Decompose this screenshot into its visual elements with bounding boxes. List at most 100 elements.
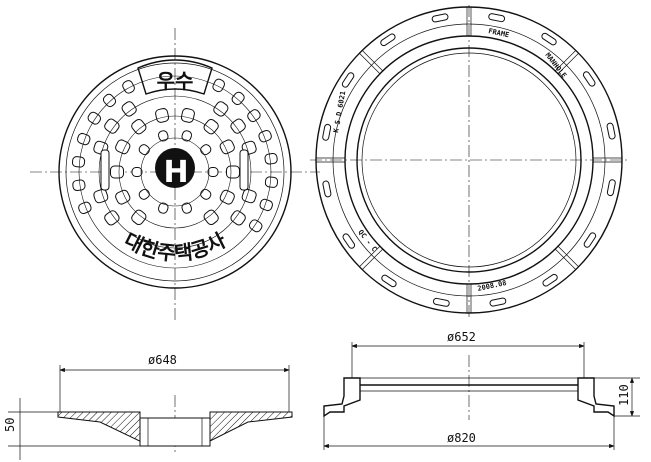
frame-height-label: 110: [617, 384, 631, 406]
frame-bolt-slot: [341, 72, 355, 88]
frame-top-view: FRAME MANHOLE K S D 6021 QC - C 2008.08: [310, 5, 630, 318]
frame-seat-inner: [356, 47, 582, 273]
cover-left-handle: [100, 149, 110, 191]
cover-lattice-pattern: [71, 75, 279, 269]
cover-height-label: 50: [3, 418, 17, 432]
cover-section-view: ø648 50: [3, 353, 293, 460]
frame-bolt-slot: [381, 274, 397, 288]
cover-lattice-cell: [200, 144, 212, 156]
frame-bolt-slot: [542, 273, 558, 287]
cover-lattice-cell: [264, 176, 279, 188]
cover-lattice-cell: [131, 118, 147, 135]
cover-top-text: 우수: [157, 69, 194, 93]
cover-lattice-cell: [71, 156, 86, 168]
frame-rib-line: [359, 52, 381, 74]
cover-lattice-cell: [122, 80, 135, 94]
cover-lattice-cell: [248, 219, 263, 233]
cover-lattice-cell: [115, 139, 131, 155]
frame-rib-line: [555, 248, 577, 270]
frame-outer-rim: [315, 6, 623, 314]
cover-lattice-cell: [226, 165, 240, 179]
cover-lattice-cell: [219, 139, 235, 155]
frame-section-left-profile: [323, 377, 361, 418]
cover-lattice-ring: [98, 95, 252, 249]
cover-lattice-cell: [200, 188, 212, 200]
cover-lattice-cell: [180, 108, 195, 123]
cover-right-handle: [239, 149, 249, 191]
cover-lattice-cell: [93, 188, 109, 204]
frame-bolt-slot: [606, 179, 616, 197]
frame-rib-line: [557, 246, 579, 268]
frame-rib-line: [361, 50, 383, 72]
frame-rib-line: [555, 50, 577, 72]
cover-lattice-cell: [212, 78, 225, 93]
cover-diameter-label: ø648: [148, 353, 177, 367]
cover-lattice-cell: [78, 201, 92, 215]
cover-lattice-cell: [213, 101, 229, 117]
cover-lattice-cell: [102, 93, 117, 108]
cover-lattice-cell: [181, 130, 193, 142]
frame-flange-ribs: [316, 7, 622, 313]
cover-lattice-cell: [241, 188, 257, 204]
cover-lattice-cell: [259, 198, 273, 212]
frame-outer-diameter-label: ø820: [447, 431, 476, 445]
frame-bolt-slot: [322, 123, 332, 141]
frame-flange-edge: [332, 23, 606, 297]
cover-lattice-cell: [181, 202, 193, 214]
frame-label-ks: K S D 6021: [332, 90, 347, 133]
frame-bolt-slot: [582, 71, 596, 87]
cover-top-text-panel: [137, 59, 213, 95]
frame-label-date: 2008.08: [477, 279, 508, 293]
cover-lattice-cell: [77, 132, 91, 146]
frame-section-right-profile: [577, 377, 615, 418]
frame-rib-line: [361, 248, 383, 270]
frame-bolt-slot: [431, 13, 449, 23]
cover-section-web: [139, 417, 211, 447]
frame-bolt-slots: [322, 13, 616, 307]
cover-top-view: 우수 H 대한주택공사: [30, 28, 320, 320]
frame-bolt-slot: [606, 122, 616, 140]
frame-bolt-slot: [380, 33, 396, 47]
cover-lattice-cell: [131, 209, 147, 226]
cover-lattice-cell: [230, 118, 246, 134]
cover-lattice-cell: [264, 152, 278, 165]
cover-lattice-cell: [104, 118, 120, 134]
frame-bolt-slot: [432, 297, 450, 307]
cover-lattice-cell: [157, 130, 169, 142]
frame-rib-line: [359, 246, 381, 268]
cover-lattice-cell: [231, 91, 245, 106]
cover-lattice-cell: [87, 111, 102, 125]
frame-seat-outer: [344, 35, 594, 285]
frame-bolt-slot: [322, 180, 332, 198]
cover-lattice-ring: [118, 115, 232, 229]
cover-logo-disc: [155, 148, 195, 188]
cover-lattice-cell: [258, 129, 272, 143]
frame-bolt-slot: [541, 32, 557, 46]
cover-lattice-cell: [247, 109, 261, 123]
cover-lattice-cell: [104, 210, 120, 226]
frame-opening: [361, 52, 577, 268]
cover-inner-rim: [65, 62, 285, 282]
cover-logo-letter: H: [163, 155, 188, 190]
cover-lattice-ring: [78, 75, 272, 269]
frame-inner-diameter-label: ø652: [447, 330, 476, 344]
cover-lattice-cell: [155, 108, 170, 123]
frame-bolt-slot: [342, 233, 356, 249]
cover-lattice-cell: [203, 209, 219, 226]
cover-lattice-cell: [138, 188, 150, 200]
frame-bolt-slot: [488, 13, 506, 23]
frame-bolt-slot: [489, 297, 507, 307]
cover-lattice-ring: [140, 137, 210, 207]
frame-rib-line: [557, 52, 579, 74]
frame-bolt-slot: [583, 232, 597, 248]
cover-lattice-cell: [115, 189, 131, 205]
cover-lattice-cell: [110, 165, 124, 179]
cover-lattice-cell: [121, 101, 137, 117]
cover-lattice-cell: [131, 167, 143, 177]
cover-lattice-cell: [157, 202, 169, 214]
cover-lattice-cell: [207, 167, 219, 177]
cover-lattice-cell: [230, 210, 246, 226]
cover-outer-rim: [58, 55, 292, 289]
frame-section-view: ø652 ø820 110: [323, 330, 640, 450]
